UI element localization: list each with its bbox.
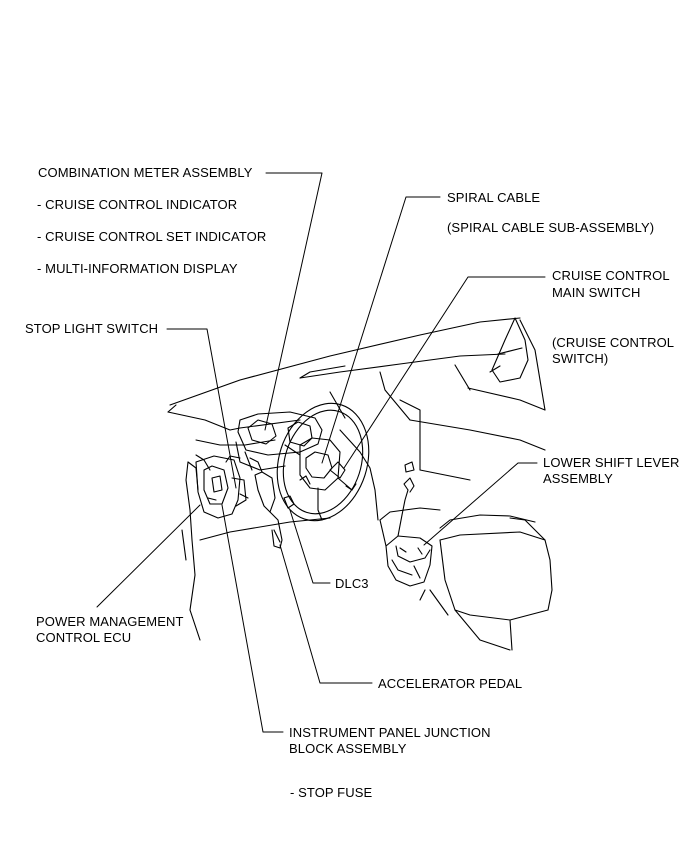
label-spiral-cable: SPIRAL CABLE — [447, 190, 541, 205]
label-accelerator-pedal: ACCELERATOR PEDAL — [378, 676, 523, 691]
leader-lower-shift-lever — [423, 462, 538, 546]
center-console — [419, 514, 553, 651]
leader-spiral-cable — [321, 196, 441, 464]
combination-meter — [235, 411, 323, 471]
label-stop-light-switch: STOP LIGHT SWITCH — [25, 321, 159, 336]
label-junction-block-1: INSTRUMENT PANEL JUNCTION — [289, 725, 491, 740]
label-cruise-set-indicator: - CRUISE CONTROL SET INDICATOR — [37, 229, 267, 244]
leader-combination-meter — [264, 172, 323, 431]
label-lower-shift-lever-1: LOWER SHIFT LEVER — [543, 455, 680, 470]
leader-stop-light-switch — [166, 328, 237, 489]
label-junction-block-2: BLOCK ASSEMBLY — [289, 741, 407, 756]
leader-lines — [96, 172, 546, 733]
label-combination-meter: COMBINATION METER ASSEMBLY — [38, 165, 253, 180]
leader-cruise-main-switch — [343, 276, 546, 469]
leader-dlc3 — [289, 509, 331, 584]
label-lower-shift-lever-2: ASSEMBLY — [543, 471, 613, 486]
label-dlc3: DLC3 — [335, 576, 369, 591]
leader-accelerator-pedal — [279, 544, 373, 684]
junction-block-ecu — [187, 455, 249, 519]
label-spiral-cable-sub: (SPIRAL CABLE SUB-ASSEMBLY) — [447, 220, 655, 235]
shift-lever-assembly — [379, 477, 433, 587]
label-cruise-main-switch-2: MAIN SWITCH — [552, 285, 641, 300]
leader-power-mgmt-ecu — [96, 504, 201, 608]
label-cruise-switch-2: SWITCH) — [552, 351, 609, 366]
pedal-assembly — [249, 457, 311, 549]
label-stop-fuse: - STOP FUSE — [290, 785, 373, 800]
label-cruise-switch-1: (CRUISE CONTROL — [552, 335, 675, 350]
label-cruise-main-switch-1: CRUISE CONTROL — [552, 268, 670, 283]
label-power-mgmt-1: POWER MANAGEMENT — [36, 614, 184, 629]
label-multi-info-display: - MULTI-INFORMATION DISPLAY — [37, 261, 238, 276]
dashboard-outline — [167, 317, 546, 541]
left-door-trim — [181, 454, 211, 641]
steering-wheel — [276, 402, 370, 522]
leader-junction-block — [221, 504, 284, 733]
label-cruise-indicator: - CRUISE CONTROL INDICATOR — [37, 197, 238, 212]
label-power-mgmt-2: CONTROL ECU — [36, 630, 132, 645]
